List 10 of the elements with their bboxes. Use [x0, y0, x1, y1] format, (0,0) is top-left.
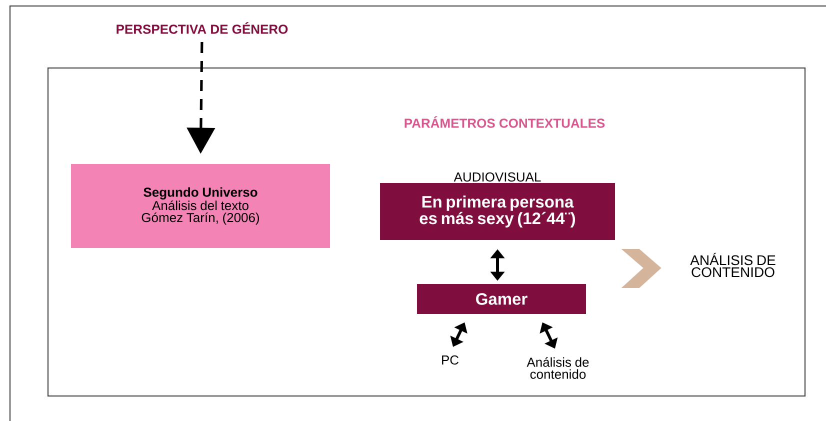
chevron-arrow — [621, 249, 662, 288]
text-box: Gamer — [417, 284, 586, 314]
label-text: Análisis de contenido — [526, 357, 589, 379]
box-heading: AUDIOVISUAL — [454, 172, 541, 182]
text-box: En primera persona es más sexy (12´44¨) — [380, 183, 615, 240]
title-text: PERSPECTIVA DE GÉNERO — [116, 22, 288, 34]
label-text: ANÁLISIS DE CONTENIDO — [690, 252, 776, 278]
text-box: Segundo Universo Análisis del texto Gómez Tarín, (2006) — [71, 164, 330, 248]
section-heading: PARÁMETROS CONTEXTUALES — [404, 116, 605, 128]
label-text: PC — [442, 355, 459, 365]
